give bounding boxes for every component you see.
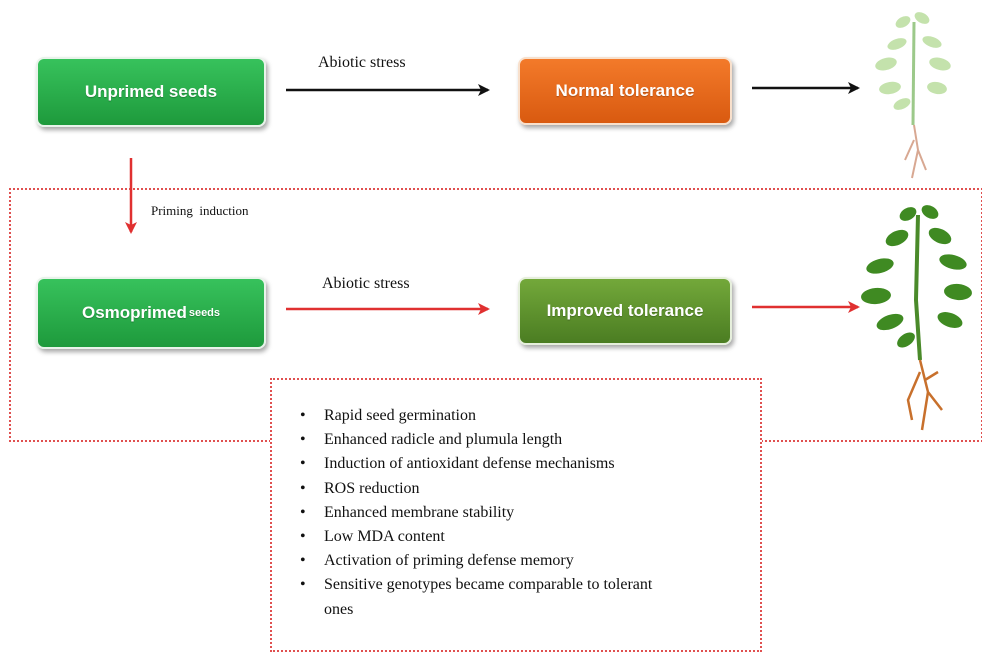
- benefit-item: Low MDA content: [300, 525, 760, 549]
- benefit-item: Sensitive genotypes became comparable to…: [300, 573, 664, 621]
- improved-tolerance-box: Improved tolerance: [518, 277, 732, 345]
- osmoprimed-label: Osmoprimed: [81, 303, 187, 322]
- benefits-box: Rapid seed germination Enhanced radicle …: [270, 378, 762, 652]
- benefit-item: ROS reduction: [300, 477, 760, 501]
- benefit-item: Enhanced radicle and plumula length: [300, 428, 760, 452]
- normal-tolerance-box: Normal tolerance: [518, 57, 732, 125]
- improved-tolerance-label: Improved tolerance: [546, 301, 704, 320]
- benefits-list: Rapid seed germination Enhanced radicle …: [300, 404, 760, 622]
- top-abiotic-stress-label: Abiotic stress: [318, 54, 406, 71]
- pale-plant-icon: [875, 12, 951, 179]
- unprimed-seeds-box: Unprimed seeds: [36, 57, 266, 127]
- normal-tolerance-label: Normal tolerance: [555, 81, 695, 100]
- priming-induction-label: Priming induction: [151, 203, 249, 218]
- osmoprimed-seeds-suffix: seeds: [188, 307, 221, 319]
- healthy-plant-icon: [861, 205, 972, 431]
- benefit-item: Rapid seed germination: [300, 404, 760, 428]
- unprimed-seeds-label: Unprimed seeds: [84, 82, 218, 101]
- osmoprimed-seeds-box: Osmoprimed seeds: [36, 277, 266, 349]
- bottom-abiotic-stress-label: Abiotic stress: [322, 275, 410, 292]
- benefit-item: Induction of antioxidant defense mechani…: [300, 452, 760, 476]
- benefit-item: Enhanced membrane stability: [300, 501, 760, 525]
- benefit-item: Activation of priming defense memory: [300, 549, 760, 573]
